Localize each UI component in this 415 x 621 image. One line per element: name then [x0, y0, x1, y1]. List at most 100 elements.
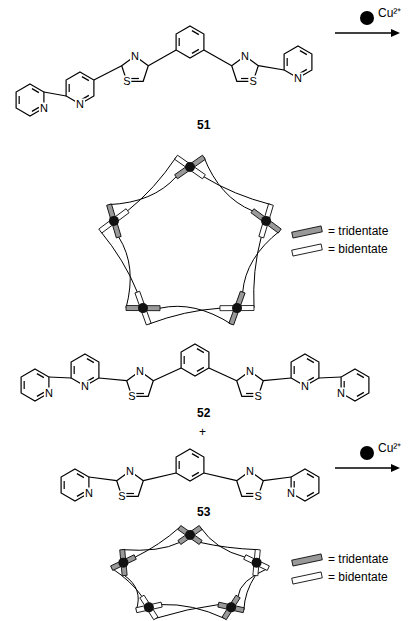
metal-ion	[252, 558, 262, 568]
atom-label: N	[293, 73, 303, 84]
legend-text: = tridentate	[328, 224, 388, 238]
bond	[258, 66, 284, 70]
atom-label: S	[127, 391, 136, 402]
strand	[125, 576, 139, 611]
strand	[254, 237, 262, 308]
legend-swatch	[292, 244, 323, 256]
strand	[244, 576, 256, 611]
metal-ion	[109, 216, 119, 226]
reagent-label: Cu²⁺	[378, 441, 401, 455]
strand	[201, 543, 258, 550]
bond	[89, 477, 117, 481]
compound-number: 52	[197, 406, 210, 420]
metal-ion	[185, 162, 195, 172]
arrow-head	[391, 464, 400, 472]
bond	[143, 473, 176, 481]
strand	[156, 605, 219, 619]
atom-label: N	[135, 366, 145, 377]
double-bond	[24, 381, 25, 389]
double-bond	[131, 78, 139, 79]
double-bond	[82, 77, 89, 81]
ring	[181, 344, 209, 376]
strand	[204, 177, 271, 205]
bond	[94, 66, 122, 80]
double-bond	[357, 374, 364, 378]
double-bond	[179, 461, 180, 469]
ligand-bar	[178, 525, 202, 544]
copper-disc	[360, 446, 374, 460]
double-bond	[32, 89, 39, 93]
bond	[319, 377, 341, 378]
metal-ion	[261, 216, 271, 226]
metal-ion	[138, 303, 148, 313]
ligand-bar	[111, 555, 137, 571]
metal-ion	[118, 558, 128, 568]
double-bond	[307, 359, 314, 363]
bond	[44, 92, 66, 96]
double-bond	[294, 366, 295, 374]
atom-label: N	[84, 488, 94, 499]
legend-swatch	[292, 226, 323, 238]
strand	[128, 157, 177, 211]
atom-label: N	[80, 381, 90, 392]
skeleton	[16, 26, 369, 501]
strand	[201, 528, 245, 558]
helicate	[99, 155, 281, 325]
atom-label: S	[117, 491, 126, 502]
ligand-bar	[259, 204, 274, 238]
metal-ion	[226, 602, 236, 612]
bond	[99, 378, 127, 381]
double-bond	[77, 492, 84, 496]
ring	[176, 449, 204, 481]
ring	[176, 26, 204, 58]
atom-label: N	[39, 103, 49, 114]
atom-label: N	[130, 51, 140, 62]
metal-ion	[232, 303, 242, 313]
legend-swatch	[292, 554, 323, 566]
ligand-bar	[135, 291, 151, 325]
ligand-bar	[218, 602, 244, 613]
legend-text: = bidentate	[328, 242, 388, 256]
ligand-bar	[140, 595, 158, 620]
reaction-arrow	[335, 32, 393, 33]
strand	[109, 177, 176, 205]
ligand-bar	[136, 602, 162, 613]
double-bond	[74, 366, 75, 374]
double-bond	[307, 492, 314, 496]
helicate	[111, 525, 270, 619]
bond	[204, 473, 237, 481]
metal-ion	[185, 530, 195, 540]
ligand-bar	[107, 204, 122, 238]
atom-label: N	[245, 366, 255, 377]
double-bond	[197, 367, 204, 371]
double-bond	[192, 31, 199, 35]
strand	[204, 157, 253, 211]
ligand-bar	[99, 209, 129, 233]
double-bond	[300, 51, 307, 55]
double-bond	[136, 393, 144, 394]
bond	[49, 377, 71, 378]
atom-label: S	[122, 76, 131, 87]
bond	[263, 378, 291, 381]
strand	[243, 231, 280, 292]
arrow-head	[391, 29, 400, 37]
atom-label: N	[240, 51, 250, 62]
ligand-bar	[175, 155, 206, 179]
double-bond	[192, 472, 199, 476]
double-bond	[77, 474, 84, 478]
reagent-label: Cu²⁺	[378, 6, 401, 20]
double-bond	[192, 454, 199, 458]
double-bond	[32, 107, 39, 111]
atom-label: N	[44, 388, 54, 399]
legend-text: = tridentate	[328, 552, 388, 566]
bond	[204, 50, 232, 66]
metal-ion	[144, 602, 154, 612]
atom-label: N	[245, 466, 255, 477]
strand	[162, 605, 225, 619]
ligand-bar	[178, 525, 202, 544]
double-bond	[287, 58, 288, 66]
reagent-label: +	[199, 425, 206, 439]
atom-label: S	[254, 391, 263, 402]
